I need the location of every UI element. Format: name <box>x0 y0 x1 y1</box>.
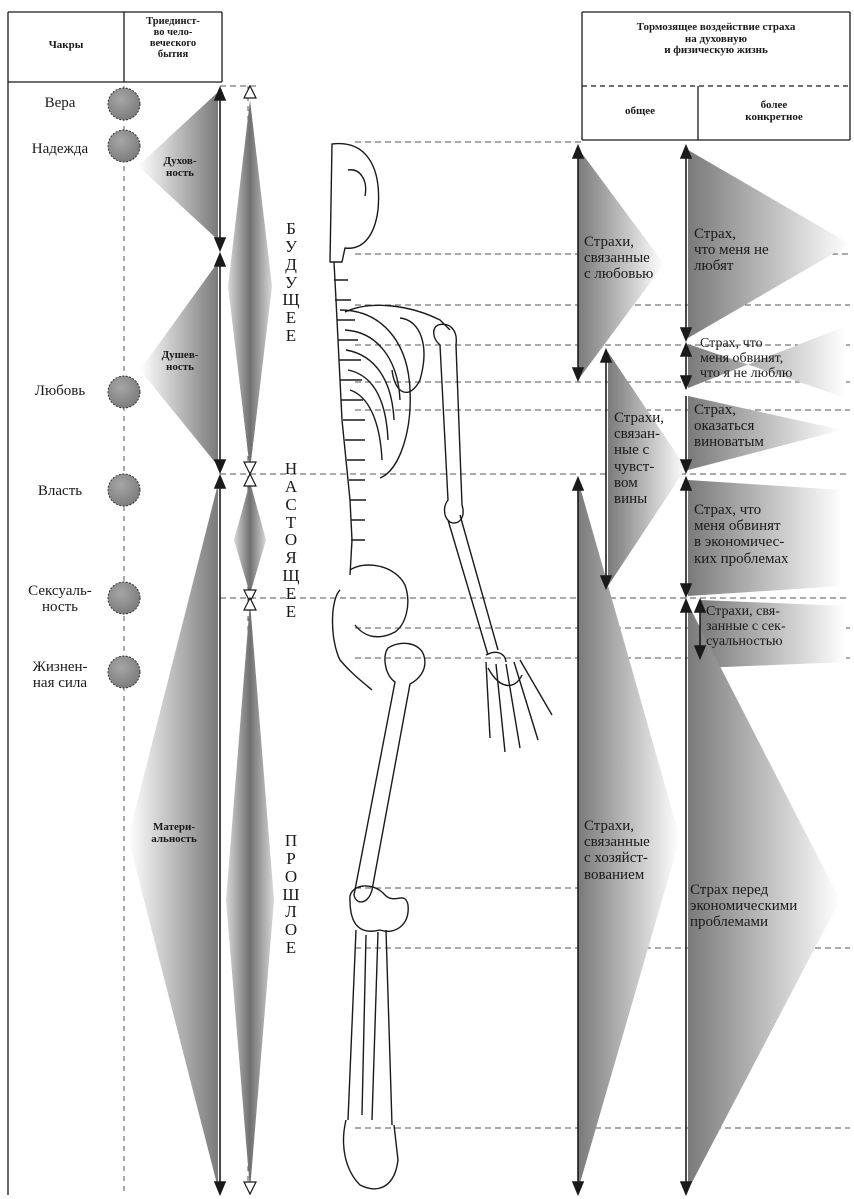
fear-specific-guilty: Страх, оказаться виноватым <box>694 402 814 451</box>
trinity-spirituality: Духов- ность <box>150 156 210 179</box>
fear-general-love: Страхи, связанные с любовью <box>584 234 676 283</box>
chakra-label-love: Любовь <box>14 384 106 400</box>
chakra-gear-love <box>108 376 140 408</box>
ribs <box>340 310 410 478</box>
fear-specific-sexuality: Страхи, свя- занные с сек- суальностью <box>706 604 838 649</box>
time-past: ПРОШЛОЕ <box>282 832 300 957</box>
fear-general-economy: Страхи, связанные с хозяйст- вованием <box>584 818 682 883</box>
chakra-gear-hope <box>108 130 140 162</box>
header-inhibit: Тормозящее воздействие страха на духовну… <box>584 22 848 57</box>
scapula <box>392 318 424 392</box>
fear-specific-economic: Страх перед экономическими проблемами <box>690 882 830 931</box>
chakra-gear-power <box>108 474 140 506</box>
humerus <box>434 324 463 523</box>
hand <box>486 660 552 752</box>
general-fear-triangles <box>578 148 686 1190</box>
fear-specific-unloved: Страх, что меня не любят <box>694 226 824 275</box>
chakra-label-hope: Надежда <box>14 142 106 158</box>
trinity-materiality: Матери- альность <box>134 822 214 845</box>
fear-specific-accused-unloving: Страх, что меня обвинят, что я не люблю <box>700 336 846 381</box>
chakra-label-vitality: Жизнен- ная сила <box>14 660 106 692</box>
time-future: БУДУЩЕЕ <box>282 220 300 345</box>
chakra-gear-vitality <box>108 656 140 688</box>
time-spindles <box>226 100 274 1190</box>
femur <box>354 643 425 902</box>
forearm <box>448 515 506 662</box>
future-spindle <box>228 100 272 470</box>
header-chakras: Чакры <box>14 40 118 52</box>
skull <box>330 144 379 262</box>
spine <box>334 262 352 575</box>
fear-specific-accused-economic: Страх, что меня обвинят в экономичес- ки… <box>694 502 826 567</box>
knee <box>350 886 408 931</box>
skeleton-illustration <box>330 144 552 1189</box>
header-trinity: Триединст- во чело- веческого бытия <box>126 16 220 60</box>
foot <box>344 1120 398 1189</box>
chakra-label-faith: Вера <box>20 96 100 112</box>
fear-general-guilt: Страхи, связан- ные с чувст- вом вины <box>614 410 684 507</box>
chakra-label-sexuality: Сексуаль- ность <box>14 584 106 616</box>
header-general: общее <box>584 106 696 118</box>
trinity-soul: Душев- ность <box>150 350 210 373</box>
chakra-gear-faith <box>108 88 140 120</box>
tibia <box>348 930 392 1125</box>
shoulder <box>345 305 450 330</box>
present-spindle <box>234 482 266 594</box>
past-spindle <box>226 602 274 1190</box>
time-present: НАСТОЯЩЕЕ <box>282 460 300 621</box>
trinity-triangles <box>128 92 218 1188</box>
chakra-gear-sexuality <box>108 582 140 614</box>
chakra-label-power: Власть <box>14 484 106 500</box>
specific-fear-triangles <box>688 150 850 1190</box>
header-specific: более конкретное <box>700 100 848 123</box>
